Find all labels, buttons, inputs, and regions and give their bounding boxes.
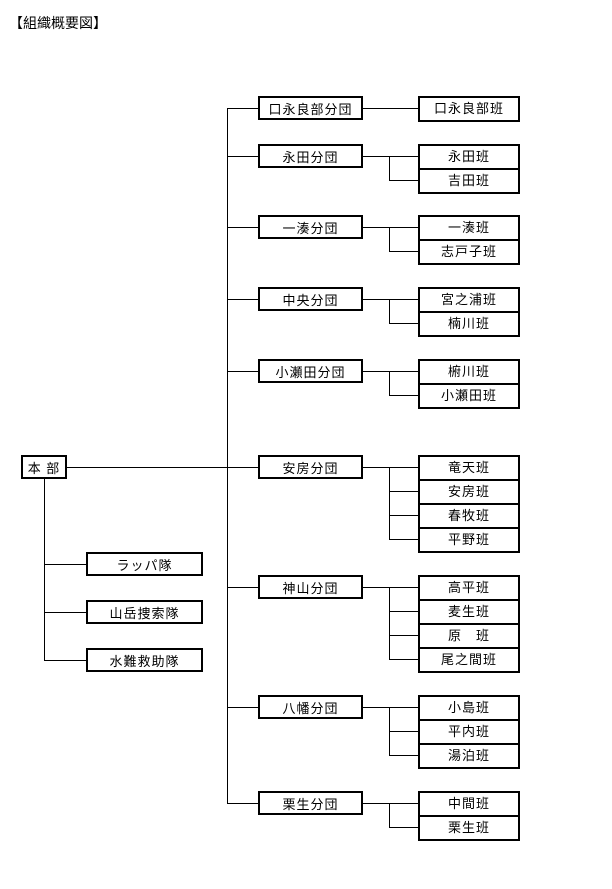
squad-box: 平内班 [420,721,518,745]
squad-box: 小島班 [420,697,518,721]
connector-line [363,299,418,300]
division-box-8: 栗生分団 [258,791,363,815]
connector-line [389,467,390,539]
connector-line [389,227,390,251]
squad-box: 尾之間班 [440,652,497,667]
connector-line [227,587,258,588]
connector-line [227,707,258,708]
squad-box: 小瀬田班 [440,388,497,403]
connector-line [44,660,86,661]
squad-box: 高平班 [420,577,518,601]
connector-line [363,803,418,804]
division-box-6: 神山分団 [258,575,363,599]
squad-box: 春牧班 [420,505,518,529]
connector-line [227,371,258,372]
headquarters-box: 本 部 [21,455,67,479]
connector-line [363,227,418,228]
squad-box: 麦生班 [420,601,518,625]
squad-box: 吉田班 [447,173,490,188]
connector-line [227,108,228,803]
connector-line [67,467,227,468]
direct-unit-box-2: 水難救助隊 [86,648,203,672]
division-box-2: 一湊分団 [258,215,363,239]
squad-box: 竜天班 [420,457,518,481]
squad-group-3: 宮之浦班楠川班 [418,287,520,337]
connector-line [389,755,418,756]
connector-line [389,539,418,540]
connector-line [44,612,86,613]
division-box-7: 八幡分団 [258,695,363,719]
division-box-1: 永田分団 [258,144,363,168]
squad-box: 口永良部班 [433,101,504,116]
connector-line [227,299,258,300]
connector-line [363,371,418,372]
squad-box: 安房班 [420,481,518,505]
squad-group-8: 中間班栗生班 [418,791,520,841]
division-box-0: 口永良部分団 [258,96,363,120]
squad-box: 湯泊班 [447,748,490,763]
connector-line [389,395,418,396]
squad-group-1: 永田班吉田班 [418,144,520,194]
connector-line [44,479,45,660]
connector-line [389,731,418,732]
squad-group-7: 小島班平内班湯泊班 [418,695,520,769]
direct-unit-box-0: ラッパ隊 [86,552,203,576]
connector-line [389,587,390,659]
connector-line [363,587,418,588]
squad-box: 中間班 [420,793,518,817]
squad-box: 志戸子班 [440,244,497,259]
division-box-4: 小瀬田分団 [258,359,363,383]
connector-line [389,827,418,828]
squad-box: 平野班 [447,532,490,547]
connector-line [363,108,418,109]
connector-line [363,156,418,157]
squad-group-0: 口永良部班 [418,96,520,122]
connector-line [227,467,258,468]
connector-line [389,180,418,181]
connector-line [389,491,418,492]
squad-box: 一湊班 [420,217,518,241]
connector-line [44,564,86,565]
connector-line [389,371,390,395]
connector-line [363,707,418,708]
connector-line [389,251,418,252]
connector-line [363,467,418,468]
connector-line [389,323,418,324]
squad-box: 宮之浦班 [420,289,518,313]
squad-box: 永田班 [420,146,518,170]
connector-line [389,515,418,516]
connector-line [389,156,390,180]
connector-line [389,299,390,323]
connector-line [227,156,258,157]
squad-group-5: 竜天班安房班春牧班平野班 [418,455,520,553]
squad-box: 椨川班 [420,361,518,385]
connector-line [389,659,418,660]
squad-group-6: 高平班麦生班原 班尾之間班 [418,575,520,673]
direct-unit-box-1: 山岳捜索隊 [86,600,203,624]
division-box-5: 安房分団 [258,455,363,479]
connector-line [227,227,258,228]
connector-line [389,635,418,636]
squad-box: 栗生班 [447,820,490,835]
connector-line [389,803,390,827]
page-title: 【組織概要図】 [9,15,107,31]
squad-group-4: 椨川班小瀬田班 [418,359,520,409]
squad-box: 原 班 [420,625,518,649]
squad-group-2: 一湊班志戸子班 [418,215,520,265]
connector-line [227,108,258,109]
division-box-3: 中央分団 [258,287,363,311]
connector-line [227,803,258,804]
connector-line [389,611,418,612]
squad-box: 楠川班 [447,316,490,331]
